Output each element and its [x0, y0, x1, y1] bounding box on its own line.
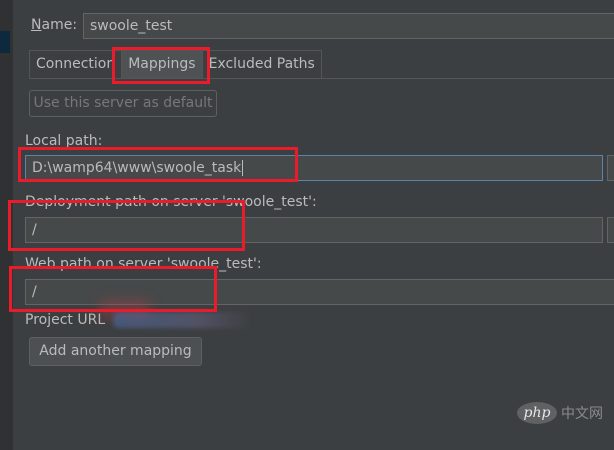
web-path-input[interactable]: /: [25, 279, 614, 305]
tab-mappings[interactable]: Mappings: [121, 50, 203, 79]
text-caret: [242, 160, 244, 176]
tab-connection[interactable]: Connection: [29, 50, 123, 79]
tab-excluded-paths[interactable]: Excluded Paths: [201, 50, 322, 79]
name-label: Name:: [31, 17, 78, 33]
add-another-mapping-button[interactable]: Add another mapping: [29, 337, 202, 366]
config-list-selected-row[interactable]: [0, 31, 10, 53]
watermark-text: 中文网: [561, 406, 603, 422]
deployment-path-label: Deployment path on server 'swoole_test':: [25, 194, 317, 210]
deployment-path-input[interactable]: /: [25, 217, 603, 243]
local-path-input[interactable]: D:\wamp64\www\swoole_task: [25, 155, 603, 181]
use-as-default-button[interactable]: Use this server as default: [29, 90, 217, 117]
project-url-label: Project URL: [25, 312, 106, 328]
php-logo-icon: php: [517, 402, 557, 424]
local-path-browse-button[interactable]: [607, 155, 614, 181]
tab-strip: Connection Mappings Excluded Paths: [29, 50, 322, 79]
deployment-path-browse-button[interactable]: [607, 217, 614, 243]
config-list-strip: [0, 0, 13, 450]
web-path-label: Web path on server 'swoole_test':: [25, 256, 262, 272]
local-path-value: D:\wamp64\www\swoole_task: [32, 160, 242, 176]
watermark: php 中文网: [517, 402, 603, 424]
local-path-label: Local path:: [25, 133, 103, 149]
project-url-value-redacted[interactable]: [113, 312, 253, 328]
tab-divider: [29, 78, 614, 79]
server-name-input[interactable]: swoole_test: [83, 13, 614, 39]
